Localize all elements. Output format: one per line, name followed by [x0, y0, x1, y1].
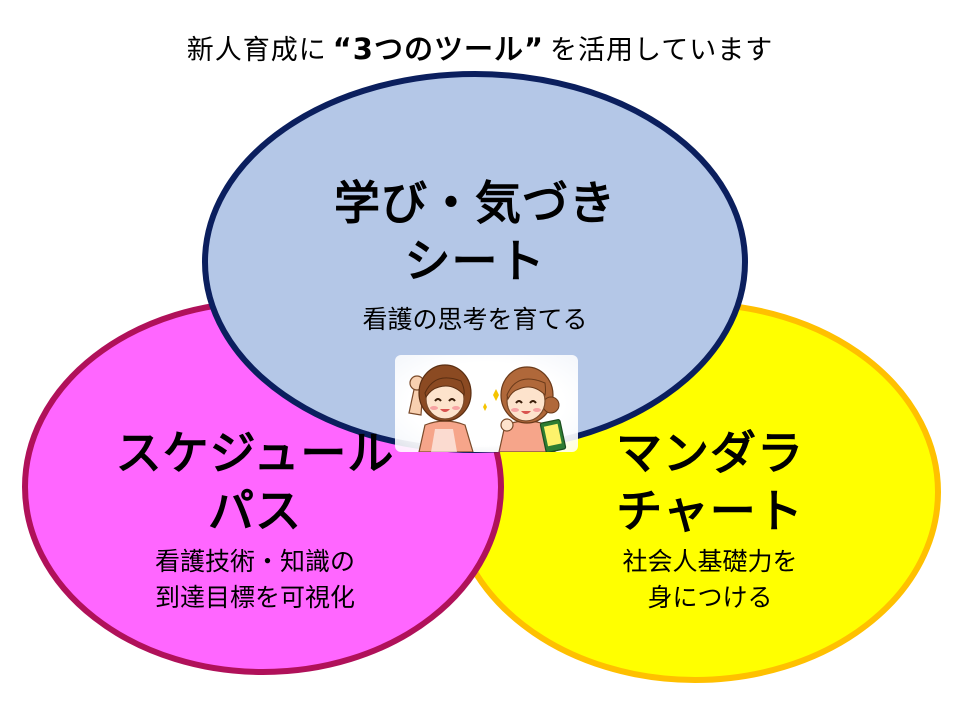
- schedule-path-title-line2: パス: [208, 484, 302, 538]
- mandala-chart-title-line1: マンダラ: [616, 426, 804, 480]
- schedule-path-desc-line1: 看護技術・知識の: [154, 547, 355, 576]
- heading-suffix: を活用しています: [550, 35, 774, 66]
- heading-quoted-tools: “3つのツール”: [332, 32, 545, 66]
- learning-sheet-desc: 看護の思考を育てる: [362, 305, 588, 334]
- heading-prefix: 新人育成に: [186, 35, 327, 66]
- page-heading: 新人育成に“3つのツール”を活用しています: [0, 26, 960, 68]
- learning-sheet-label: 学び・気づき シート 看護の思考を育てる: [305, 174, 645, 338]
- learning-sheet-title-line1: 学び・気づき: [334, 176, 616, 230]
- schedule-path-label: スケジュール パス 看護技術・知識の 到達目標を可視化: [95, 424, 415, 616]
- schedule-path-desc-line2: 到達目標を可視化: [154, 583, 355, 612]
- mandala-chart-label: マンダラ チャート 社会人基礎力を 身につける: [560, 424, 860, 616]
- schedule-path-title-line1: スケジュール: [115, 426, 395, 480]
- mandala-chart-title-line2: チャート: [616, 484, 804, 538]
- mandala-chart-desc-line2: 身につける: [647, 583, 773, 612]
- two-nurses-cheering-icon: [395, 355, 578, 453]
- learning-sheet-title-line2: シート: [404, 234, 546, 288]
- mandala-chart-desc-line1: 社会人基礎力を: [622, 547, 798, 576]
